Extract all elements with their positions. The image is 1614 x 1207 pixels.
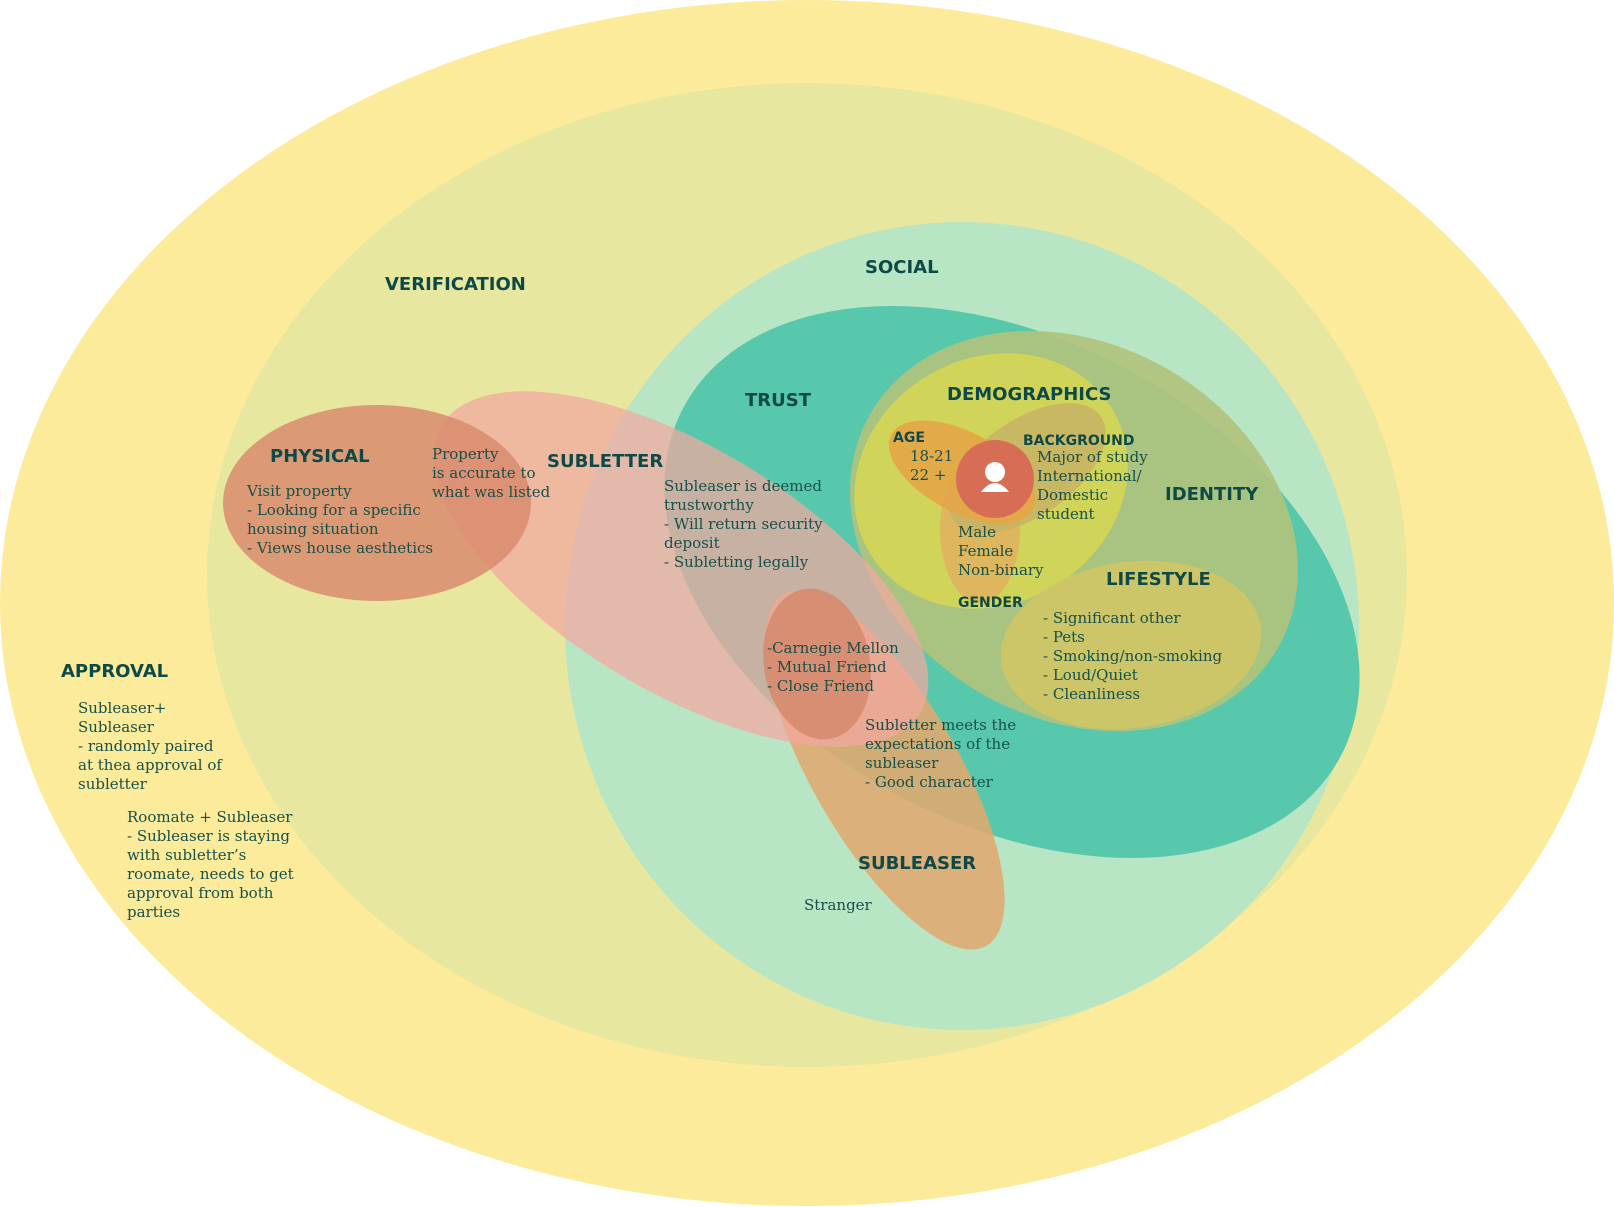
age-label: AGE — [893, 430, 925, 446]
note-line: Major of study — [1037, 448, 1148, 466]
note-line: with subletter’s — [127, 846, 246, 864]
approval-pair-note: Subleaser+ Subleaser - randomly paired a… — [78, 699, 227, 793]
note-line: - Mutual Friend — [767, 658, 887, 676]
note-line: Roomate + Subleaser — [127, 808, 293, 826]
demographics-label: DEMOGRAPHICS — [947, 384, 1111, 405]
note-line: - Will return security — [664, 515, 823, 533]
note-line: subletter — [78, 775, 148, 793]
subletter-label: SUBLETTER — [547, 451, 663, 472]
gender-label: GENDER — [958, 595, 1023, 611]
property-note: Property is accurate to what was listed — [432, 445, 551, 501]
age-note: 18-21 22 + — [910, 447, 958, 484]
note-line: subleaser — [865, 754, 939, 772]
subleaser-label: SUBLEASER — [858, 853, 976, 874]
friend-region — [763, 588, 871, 740]
lifestyle-label: LIFESTYLE — [1106, 569, 1211, 590]
note-line: at thea approval of — [78, 756, 223, 774]
note-line: International/ — [1037, 467, 1143, 485]
physical-note: Visit property - Looking for a specific … — [246, 482, 433, 557]
note-line: parties — [127, 903, 180, 921]
friend-note: -Carnegie Mellon - Mutual Friend - Close… — [767, 639, 904, 695]
note-line: Property — [432, 445, 499, 463]
note-line: Non-binary — [958, 561, 1044, 579]
note-line: - randomly paired — [78, 737, 214, 755]
note-line: is accurate to — [432, 464, 536, 482]
note-line: housing situation — [247, 520, 379, 538]
note-line: Female — [958, 542, 1013, 560]
note-line: - Subletting legally — [664, 553, 809, 571]
note-line: Domestic — [1037, 486, 1108, 504]
note-line: Male — [958, 523, 996, 541]
note-line: - Pets — [1043, 628, 1085, 646]
stranger-note: Stranger — [804, 896, 873, 914]
note-line: - Views house aesthetics — [247, 539, 433, 557]
note-line: Stranger — [804, 896, 873, 914]
note-line: expectations of the — [865, 735, 1010, 753]
physical-region — [223, 405, 531, 601]
note-line: roomate, needs to get — [127, 865, 294, 883]
note-line: -Carnegie Mellon — [767, 639, 899, 657]
background-label: BACKGROUND — [1023, 433, 1135, 449]
approval-label: APPROVAL — [61, 661, 168, 682]
note-line: Subleaser is deemed — [664, 477, 822, 495]
background-note: Major of study International/ Domestic s… — [1037, 448, 1153, 523]
note-line: Visit property — [246, 482, 352, 500]
note-line: - Close Friend — [767, 677, 874, 695]
note-line: what was listed — [432, 483, 551, 501]
note-line: trustworthy — [664, 496, 754, 514]
note-line: Subletter meets the — [865, 716, 1016, 734]
note-line: - Significant other — [1043, 609, 1181, 627]
note-line: 18-21 — [910, 447, 953, 465]
social-label: SOCIAL — [865, 257, 939, 278]
note-line: - Loud/Quiet — [1043, 666, 1138, 684]
physical-label: PHYSICAL — [270, 446, 370, 467]
note-line: Subleaser — [78, 718, 155, 736]
approval-roommate-note: Roomate + Subleaser - Subleaser is stayi… — [127, 808, 298, 921]
note-line: approval from both — [127, 884, 274, 902]
trust-note: Subleaser is deemed trustworthy - Will r… — [664, 477, 827, 571]
expectations-note: Subletter meets the expectations of the … — [865, 716, 1021, 791]
note-line: deposit — [664, 534, 720, 552]
identity-label: IDENTITY — [1165, 484, 1259, 505]
note-line: - Looking for a specific — [247, 501, 421, 519]
note-line: student — [1037, 505, 1095, 523]
lifestyle-region — [1000, 560, 1262, 730]
lifestyle-note: - Significant other - Pets - Smoking/non… — [1043, 609, 1227, 703]
gender-note: Male Female Non-binary — [958, 523, 1044, 579]
note-line: Subleaser+ — [78, 699, 166, 717]
person-icon — [981, 462, 1009, 492]
verification-label: VERIFICATION — [385, 274, 526, 295]
note-line: - Cleanliness — [1043, 685, 1140, 703]
note-line: - Smoking/non-smoking — [1043, 647, 1222, 665]
trust-label: TRUST — [745, 390, 812, 411]
note-line: - Subleaser is staying — [127, 827, 290, 845]
note-line: - Good character — [865, 773, 994, 791]
note-line: 22 + — [910, 466, 946, 484]
